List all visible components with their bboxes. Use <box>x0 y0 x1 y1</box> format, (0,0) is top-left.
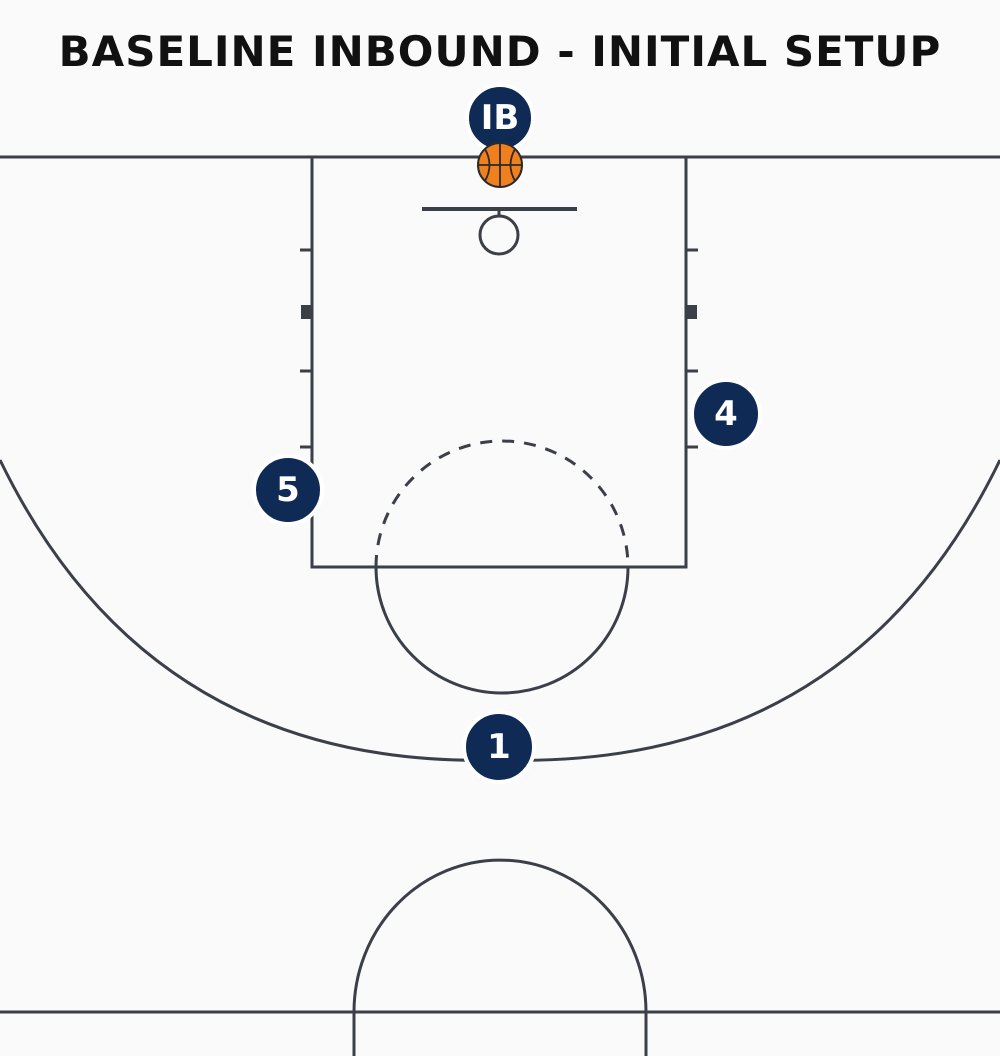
player-inbounder: IB <box>465 83 535 153</box>
lane-block <box>301 305 312 319</box>
diagram-title: BASELINE INBOUND - INITIAL SETUP <box>58 27 942 76</box>
player-label: 4 <box>714 394 738 434</box>
player-1: 1 <box>462 710 536 784</box>
player-label: IB <box>481 98 520 138</box>
free-throw-lane <box>310 155 688 569</box>
player-marker <box>690 378 762 450</box>
player-marker <box>462 710 536 784</box>
rim <box>478 214 520 256</box>
player-4: 4 <box>690 378 762 450</box>
free-throw-circle-bottom <box>374 566 630 695</box>
center-circle <box>352 858 648 1013</box>
player-label: 5 <box>276 470 300 510</box>
player-marker <box>252 454 324 526</box>
basketball-icon <box>477 142 523 188</box>
player-5: 5 <box>252 454 324 526</box>
free-throw-circle-top-dashed <box>374 439 630 568</box>
player-label: 1 <box>487 727 511 767</box>
lane-block <box>686 305 697 319</box>
